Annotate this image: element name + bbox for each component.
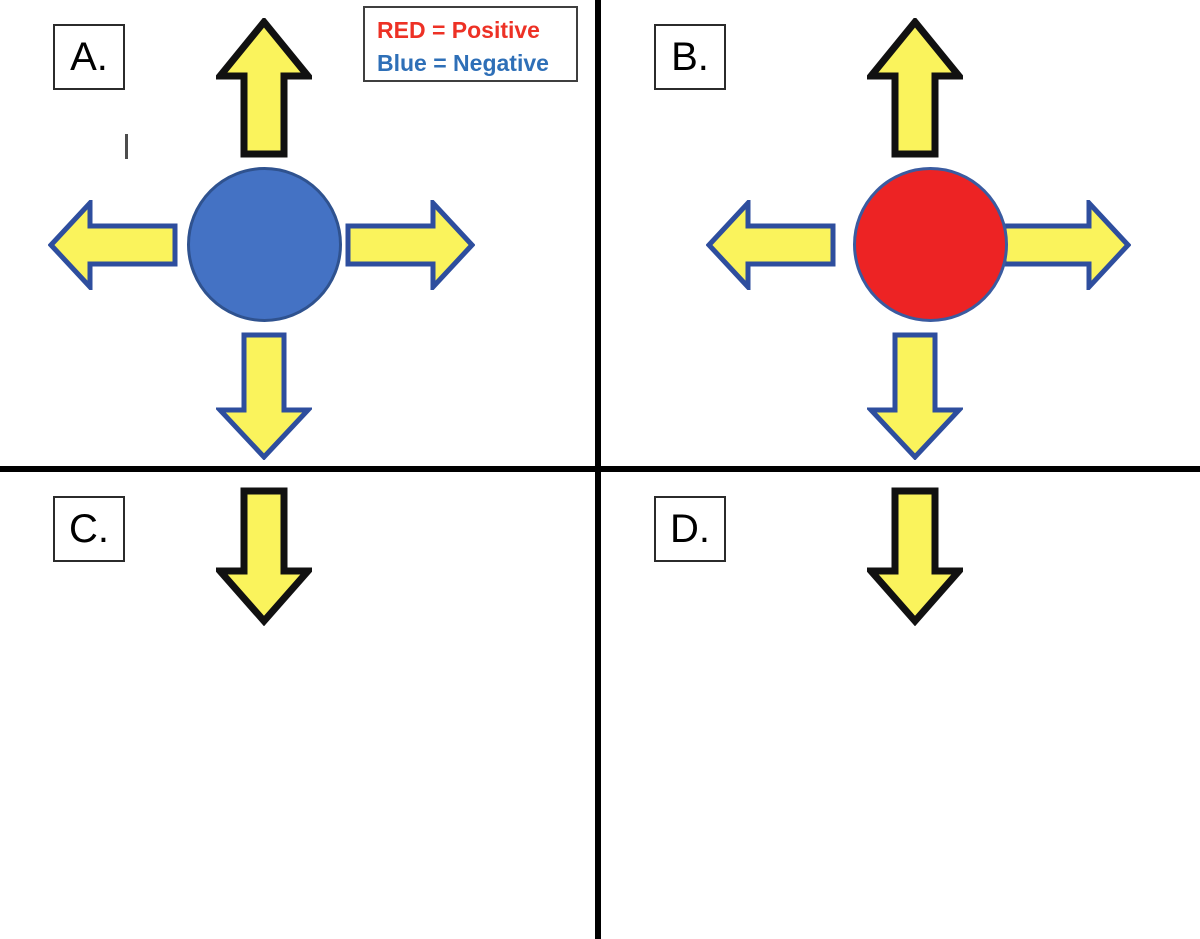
horizontal-divider [0, 466, 1200, 472]
panel-d-label: D. [654, 496, 726, 562]
legend-positive-label: RED = Positive [377, 17, 540, 43]
legend-box: RED = Positive Blue = Negative [363, 6, 578, 82]
panel-d-up-arrow [867, 486, 963, 626]
panel-b-label: B. [654, 24, 726, 90]
panel-a-circle-negative [187, 167, 342, 322]
panel-a-right-arrow [345, 200, 475, 290]
panel-b-up-arrow [867, 18, 963, 158]
panel-b-down-arrow [867, 332, 963, 460]
panel-a-left-arrow [48, 200, 178, 290]
panel-b-left-arrow [706, 200, 836, 290]
panel-c-up-arrow [216, 486, 312, 626]
panel-b-right-arrow [1001, 200, 1131, 290]
panel-a-down-arrow [216, 332, 312, 460]
panel-a-label: A. [53, 24, 125, 90]
legend-negative-label: Blue = Negative [377, 49, 549, 76]
stray-pen-mark [125, 134, 128, 159]
panel-d: D. [601, 472, 1196, 938]
panel-b: B. [601, 0, 1196, 466]
panel-a-up-arrow [216, 18, 312, 158]
panel-b-circle-positive [853, 167, 1008, 322]
panel-a: A. [0, 0, 595, 466]
panel-c-label: C. [53, 496, 125, 562]
panel-c: C. [0, 472, 595, 938]
